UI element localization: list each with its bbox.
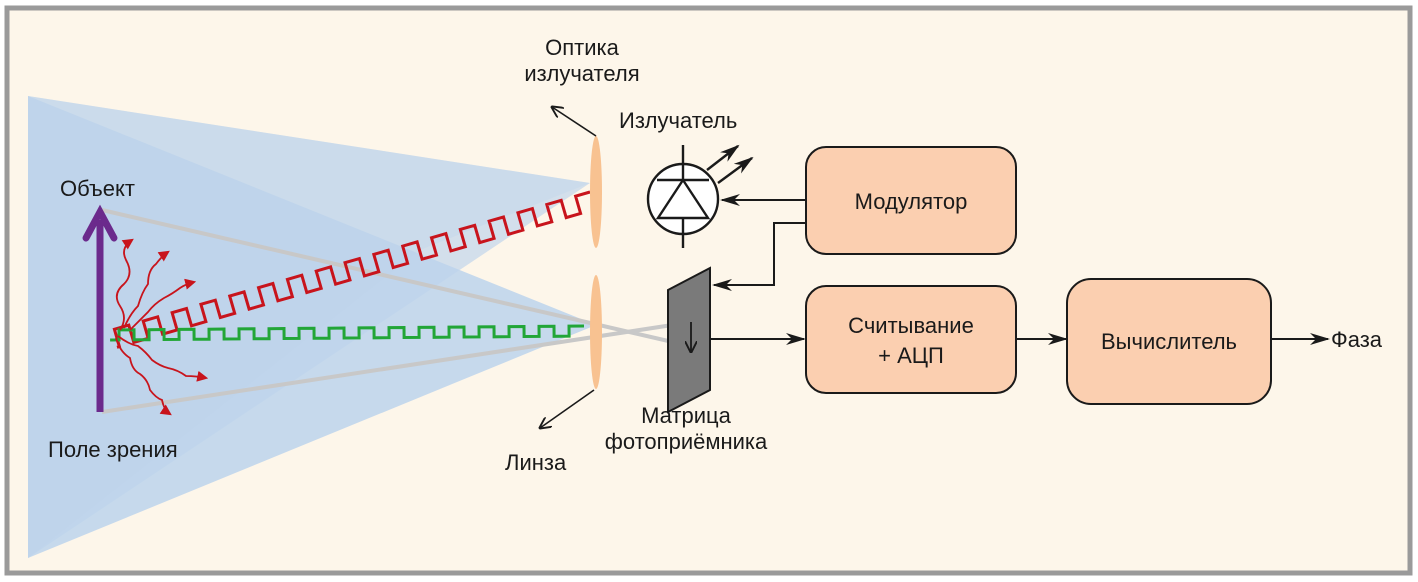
readout-label: Считывание — [848, 313, 974, 338]
sensor-matrix — [667, 266, 711, 414]
scatter-ray — [117, 335, 209, 382]
field-of-view-label: Поле зрения — [48, 437, 178, 462]
receiver-lens — [590, 275, 602, 389]
processor-label: Вычислитель — [1101, 329, 1237, 354]
emitter-label: Излучатель — [619, 108, 737, 133]
reflected-modulated-wave — [110, 324, 585, 342]
readout-adc-block: Считывание + АЦП — [805, 285, 1017, 394]
lens-pointer — [540, 389, 595, 428]
modulator-to-sensor — [712, 222, 806, 291]
scatter-ray — [115, 337, 172, 416]
lens-label: Линза — [505, 450, 567, 475]
wave-path — [112, 190, 591, 349]
scatter-ray — [129, 278, 197, 331]
emitter-optics-label-1: Оптика — [545, 35, 619, 60]
processor-block: Вычислитель — [1066, 278, 1272, 405]
emitter-optics-label-2: излучателя — [524, 61, 639, 86]
sensor-label-2: фотоприёмника — [605, 429, 768, 454]
emitter-led-icon — [646, 144, 754, 248]
scatter-ray — [115, 238, 134, 331]
sensor-label-1: Матрица — [641, 403, 732, 428]
object-label: Объект — [60, 176, 135, 201]
emitted-modulated-wave — [112, 190, 591, 349]
modulator-block: Модулятор — [805, 146, 1017, 255]
phase-output-label: Фаза — [1331, 327, 1383, 352]
wave-path — [110, 324, 585, 342]
emitter-optics-pointer — [552, 107, 597, 137]
scattered-light — [115, 238, 209, 416]
modulator-label: Модулятор — [855, 189, 968, 214]
object-arrow-head — [82, 204, 118, 242]
scatter-ray — [123, 250, 170, 329]
emitter-optics-lens — [590, 136, 602, 248]
adc-label: + АЦП — [878, 343, 944, 368]
